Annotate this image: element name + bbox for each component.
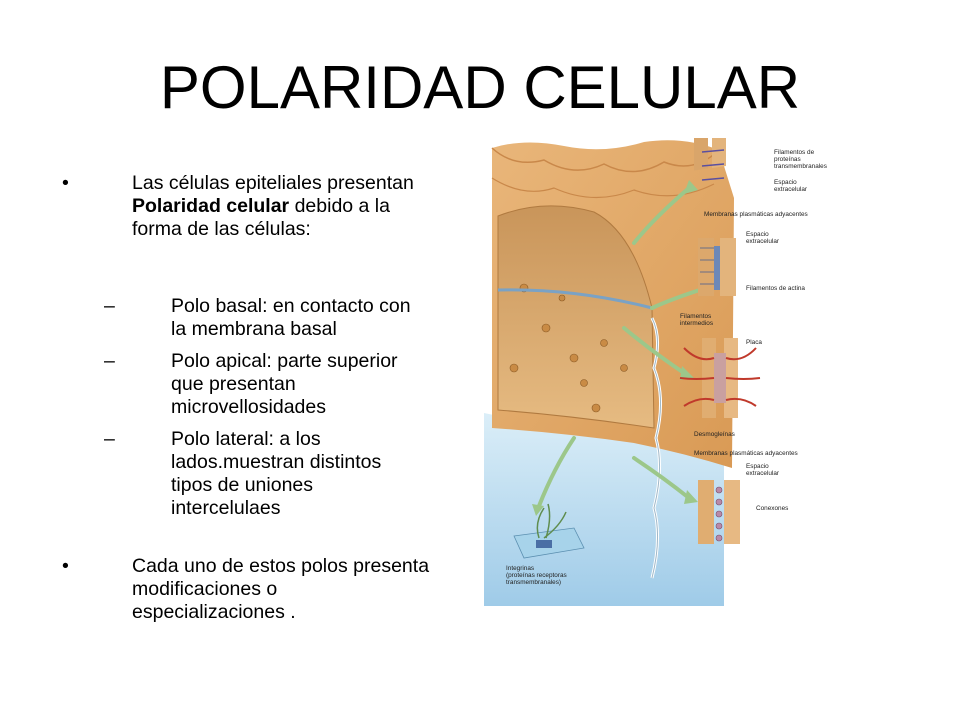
intro-text-pre: Las células epiteliales presentan [132, 172, 414, 194]
label-integrinas: Integrinas [506, 565, 534, 572]
label-filamentos-actina: Filamentos de actina [746, 285, 805, 292]
label-filamentos-transmembranales-3: transmembranales [774, 163, 827, 170]
svg-text:Filamentos intermedios: Filamentos intermedios [680, 313, 713, 327]
svg-text:Espacio extracelular: Espacio extracelular [746, 231, 780, 245]
label-espacio-2: Espacio [746, 231, 769, 238]
label-espacio-3: Espacio [746, 463, 769, 470]
label-membranas-2: Membranas plasmáticas adyacentes [694, 450, 798, 457]
inset-desmosome [679, 338, 761, 418]
label-conexones: Conexones [756, 505, 788, 512]
label-filamentos-intermedios-2: intermedios [680, 320, 713, 327]
inset-hemidesmosome [513, 503, 585, 559]
intro-text-bold: Polaridad celular [132, 195, 290, 217]
bullet-marker: • [62, 172, 69, 194]
label-integrinas-3: transmembranales) [506, 579, 561, 586]
label-filamentos-transmembranales: Filamentos de [774, 149, 815, 156]
svg-text:Espacio extracelular: Espacio extracelular [774, 179, 808, 193]
subitem-text: Polo apical: parte superior que presenta… [171, 350, 398, 418]
bullet-intro-text: Las células epiteliales presentan Polari… [132, 172, 432, 241]
subitem-text: Polo lateral: a los lados.muestran disti… [171, 428, 382, 519]
svg-text:Integrinas (proteínas rece: Integrinas (proteínas receptoras transme… [506, 565, 569, 586]
label-desmogleinas: Desmogleínas [694, 431, 735, 438]
bullet-closing-text: Cada uno de estos polos presenta modific… [132, 555, 430, 623]
label-espacio-2b: extracelular [746, 238, 780, 245]
intro-text-post: debido a la forma de las células: [132, 195, 390, 240]
svg-text:Espacio extracelular: Espacio extracelular [746, 463, 780, 477]
label-membranas-1: Membranas plasmáticas adyacentes [704, 211, 808, 218]
label-espacio-1b: extracelular [774, 186, 808, 193]
slide-title: POLARIDAD CELULAR [159, 54, 801, 121]
label-placa: Placa [746, 339, 762, 346]
svg-text:Filamentos de proteínas: Filamentos de proteínas transmembranales [774, 149, 827, 170]
inset-adherens-junction [698, 238, 736, 296]
inset-tight-junction [694, 138, 726, 181]
label-filamentos-intermedios: Filamentos [680, 313, 711, 320]
label-integrinas-2: (proteínas receptoras [506, 572, 567, 579]
label-espacio-1: Espacio [774, 179, 797, 186]
bullet-list: • Las células epiteliales presentan Pola… [62, 172, 432, 623]
inset-gap-junction [698, 480, 740, 544]
label-espacio-3b: extracelular [746, 470, 780, 477]
dash-marker: – [104, 295, 115, 317]
dash-marker: – [104, 428, 115, 450]
bullet-marker: • [62, 555, 69, 577]
epithelial-cell-illustration: Filamentos de proteínas transmembranales… [484, 138, 827, 606]
label-filamentos-transmembranales-2: proteínas [774, 156, 801, 163]
subitem-text: Polo basal: en contacto con la membrana … [171, 295, 411, 340]
dash-marker: – [104, 350, 115, 372]
